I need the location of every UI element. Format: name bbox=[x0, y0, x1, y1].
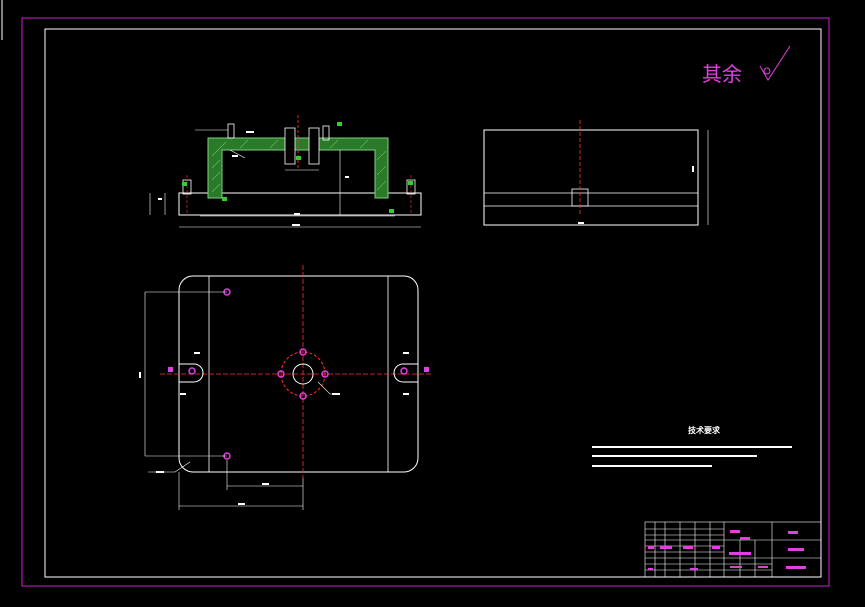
roughness-note: 其余 bbox=[702, 62, 742, 86]
technical-requirements-title: 技术要求 bbox=[688, 426, 720, 435]
title-block bbox=[644, 521, 822, 578]
top-view bbox=[139, 265, 432, 510]
technical-notes-lines bbox=[592, 446, 792, 467]
side-view bbox=[483, 120, 709, 226]
inner-border bbox=[44, 28, 822, 578]
outer-border bbox=[21, 17, 830, 587]
title-block-labels bbox=[648, 530, 806, 570]
roughness-symbol bbox=[759, 45, 791, 81]
front-section-view bbox=[149, 115, 422, 228]
